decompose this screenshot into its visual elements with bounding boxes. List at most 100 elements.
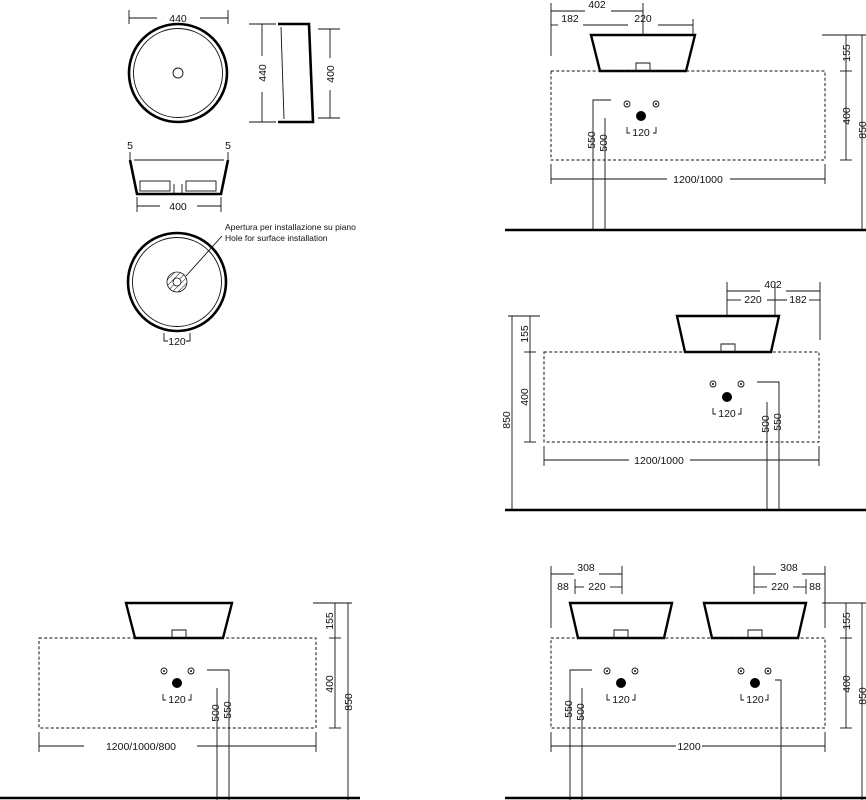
c3-drain-a-label: 500: [210, 704, 222, 722]
c2-center-label: 220: [744, 294, 762, 306]
c1-cabinet-width-label: 1200/1000: [673, 174, 723, 186]
c1-drain-pipes: 550 500: [586, 99, 611, 230]
c3-tap-right: [187, 667, 195, 675]
c4-total-height-label: 850: [857, 687, 866, 705]
c1-tap-right: [652, 100, 660, 108]
c1-cabinet-width-dimension: 1200/1000: [550, 164, 826, 186]
c3-cabinet-width-dimension: 1200/1000/800: [38, 732, 317, 753]
side-height-dimension: 400: [318, 28, 340, 119]
config-center-basin: 120 500 550 1200/1000/800 155 400 850: [0, 601, 360, 800]
c4-basin-height-label: 155: [841, 612, 853, 630]
c2-cabinet-width-dimension: 1200/1000: [543, 446, 820, 467]
drain-hole: [172, 67, 184, 79]
c1-tap-spacing-label: 120: [632, 127, 650, 139]
c1-cabinet: [550, 70, 826, 161]
c1-offset-label: 182: [561, 13, 579, 25]
c1-width-dimensions: 402 182 220: [550, 0, 694, 56]
basin-inner-rim: [133, 28, 223, 118]
c4-right-offset-label: 88: [809, 581, 821, 593]
c3-basin: [124, 601, 234, 640]
c1-drain: [635, 62, 651, 71]
c1-basin-height-label: 155: [841, 44, 853, 62]
c4-left-tap-left: [603, 667, 611, 675]
basin-top-view: 440: [127, 10, 229, 124]
c1-waste-outlet: [636, 111, 646, 121]
c4-drain-b-label: 500: [575, 703, 587, 721]
c3-height-dimensions: 155 400 850: [313, 602, 355, 800]
c4-left-offset-label: 88: [557, 581, 569, 593]
c1-total-height-label: 850: [857, 121, 866, 139]
c3-drain-b-label: 550: [222, 701, 234, 719]
c2-drain: [720, 343, 736, 352]
foot-left: [139, 180, 171, 192]
c4-right-tap-left: [737, 667, 745, 675]
c1-basin-width-label: 402: [588, 0, 606, 11]
hole-note-it: Apertura per installazione su piano: [225, 222, 356, 232]
config-double-basin: 308 88 220 308 220 88 120: [505, 562, 866, 800]
c4-cabinet-width-label: 1200: [677, 741, 701, 753]
c4-right-tap-right: [764, 667, 772, 675]
basin-outer-rim: [127, 22, 229, 124]
c4-right-width-dimensions: 308 220 88: [753, 562, 826, 628]
c1-drain-b-label: 500: [598, 134, 610, 152]
c1-tap-left: [623, 100, 631, 108]
c3-basin-height-label: 155: [324, 612, 336, 630]
c2-basin: [675, 314, 781, 354]
c2-drain-pipes: 500 550: [757, 381, 784, 510]
foot-right: [185, 180, 217, 192]
c4-right-waste-outlet: [750, 678, 760, 688]
c3-cabinet-width-label: 1200/1000/800: [106, 741, 176, 753]
top-width-dimension: 440: [128, 10, 229, 25]
c3-waste-outlet: [172, 678, 182, 688]
c3-cabinet: [38, 637, 317, 729]
c4-height-dimensions: 155 400 850: [822, 602, 866, 800]
c2-tap-left: [709, 380, 717, 388]
c2-total-height-label: 850: [501, 411, 513, 429]
hole-dimension-label: 120: [168, 336, 186, 348]
section-outline: [128, 159, 230, 196]
c2-width-dimensions: 402 220 182: [726, 279, 821, 340]
c3-tap-spacing-label: 120: [168, 694, 186, 706]
c3-total-height-label: 850: [343, 693, 355, 711]
c1-basin: [589, 33, 697, 73]
c1-height-dimensions: 155 400 850: [822, 34, 866, 230]
c4-drain-a-label: 550: [563, 700, 575, 718]
surface-hole-view: Apertura per installazione su piano Hole…: [126, 222, 356, 348]
c2-cabinet-width-label: 1200/1000: [634, 455, 684, 467]
top-width-label: 440: [169, 13, 187, 25]
section-base-dimension: 400: [136, 197, 222, 213]
side-height-label: 400: [325, 65, 337, 83]
c1-drain-a-label: 550: [586, 131, 598, 149]
side-depth-label: 440: [257, 64, 269, 82]
c4-right-basin: [702, 601, 808, 640]
c1-center-label: 220: [634, 13, 652, 25]
c2-offset-label: 182: [789, 294, 807, 306]
c4-left-width-dimensions: 308 88 220: [550, 562, 623, 628]
c4-right-tap-spacing-label: 120: [746, 694, 764, 706]
config-left-basin: 402 182 220 120 550 500 1200/1000: [505, 0, 866, 232]
c2-drain-b-label: 550: [772, 413, 784, 431]
c4-left-center-label: 220: [588, 581, 606, 593]
c4-left-tap-spacing-label: 120: [612, 694, 630, 706]
c4-drain-pipes: 550 500: [563, 669, 782, 800]
config-right-basin: 402 220 182 120 500 550 1200/1000: [501, 279, 866, 512]
hole-note-en: Hole for surface installation: [225, 233, 328, 243]
basin-side-view: 440 400: [249, 22, 340, 124]
c2-basin-height-label: 155: [519, 325, 531, 343]
c4-left-tap-right: [631, 667, 639, 675]
c4-cabinet-width-dimension: 1200: [550, 732, 826, 753]
rim-left-label: 5: [127, 140, 133, 152]
c3-drain-pipes: 500 550: [207, 669, 234, 800]
side-profile: [278, 22, 315, 124]
rim-right-label: 5: [225, 140, 231, 152]
c4-right-center-label: 220: [771, 581, 789, 593]
c4-cabinet: [550, 637, 826, 729]
c2-height-dimensions: 155 400 850: [501, 315, 540, 510]
c2-cabinet-height-label: 400: [519, 388, 531, 406]
section-base-label: 400: [169, 201, 187, 213]
hole-view-outer-rim: [126, 231, 228, 333]
c4-cabinet-height-label: 400: [841, 675, 853, 693]
c3-tap-left: [160, 667, 168, 675]
c2-cabinet: [543, 351, 820, 443]
